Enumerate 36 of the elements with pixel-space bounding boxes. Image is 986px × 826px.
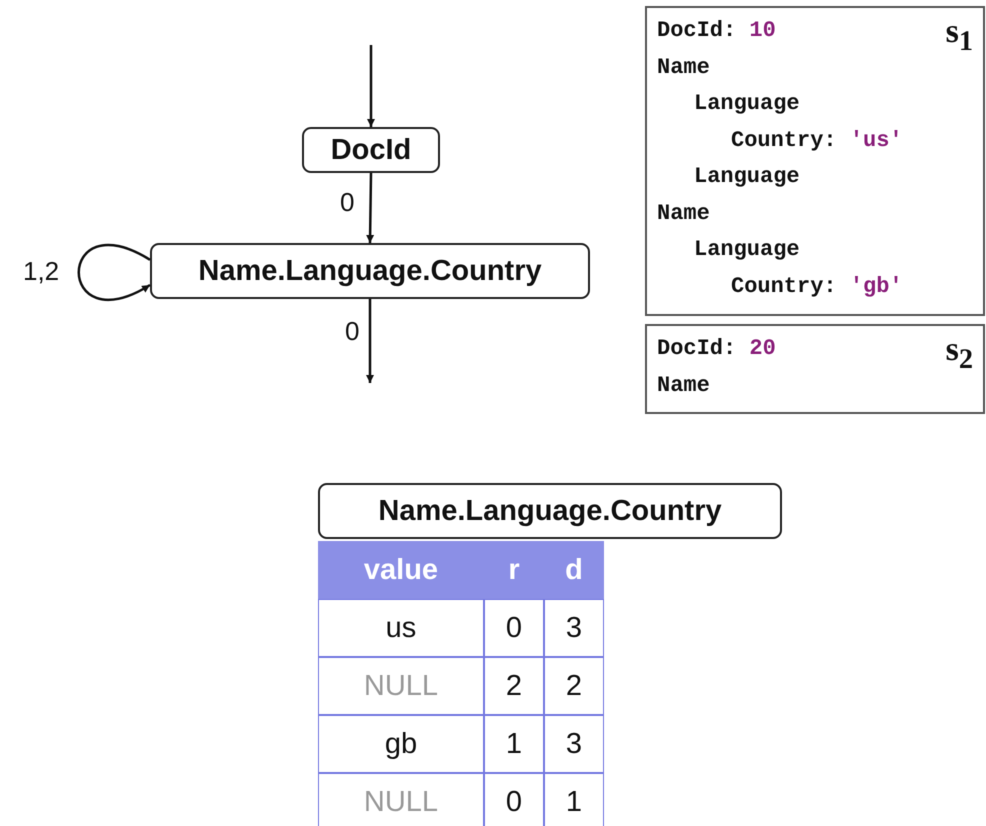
table-cell: 1 [484, 715, 544, 773]
table-cell: us [318, 599, 484, 657]
table-cell: NULL [318, 657, 484, 715]
column-header: value [318, 541, 484, 599]
column-header: r [484, 541, 544, 599]
record-box [645, 324, 985, 414]
table-cell: 1 [544, 773, 604, 826]
table-cell: 0 [484, 599, 544, 657]
table-cell: 3 [544, 715, 604, 773]
arrow [366, 299, 374, 383]
table-cell: 3 [544, 599, 604, 657]
table-cell: NULL [318, 773, 484, 826]
code-line: Language [694, 237, 800, 263]
code-line: Country: 'gb' [731, 274, 903, 300]
code-line: DocId: 10 [657, 18, 776, 44]
code-line: Name [657, 372, 710, 398]
record-label: s$_{2}$ [946, 330, 973, 377]
code-line: Country: 'us' [731, 128, 903, 154]
code-line: Name [657, 54, 710, 80]
table-cell: 0 [484, 773, 544, 826]
code-line: Language [694, 91, 800, 117]
arrow [367, 45, 375, 127]
arrow [78, 244, 151, 301]
table-cell: 2 [484, 657, 544, 715]
column-header: d [544, 541, 604, 599]
state-box: DocId [302, 127, 440, 173]
table-cell: 2 [544, 657, 604, 715]
column-name-box: Name.Language.Country [318, 483, 782, 539]
record-box [645, 6, 985, 316]
record-label: s$_{1}$ [946, 12, 973, 59]
arrow [366, 172, 374, 244]
code-line: Name [657, 200, 710, 226]
code-line: Language [694, 164, 800, 190]
state-box: Name.Language.Country [150, 243, 590, 299]
table-cell: gb [318, 715, 484, 773]
code-line: DocId: 20 [657, 336, 776, 362]
